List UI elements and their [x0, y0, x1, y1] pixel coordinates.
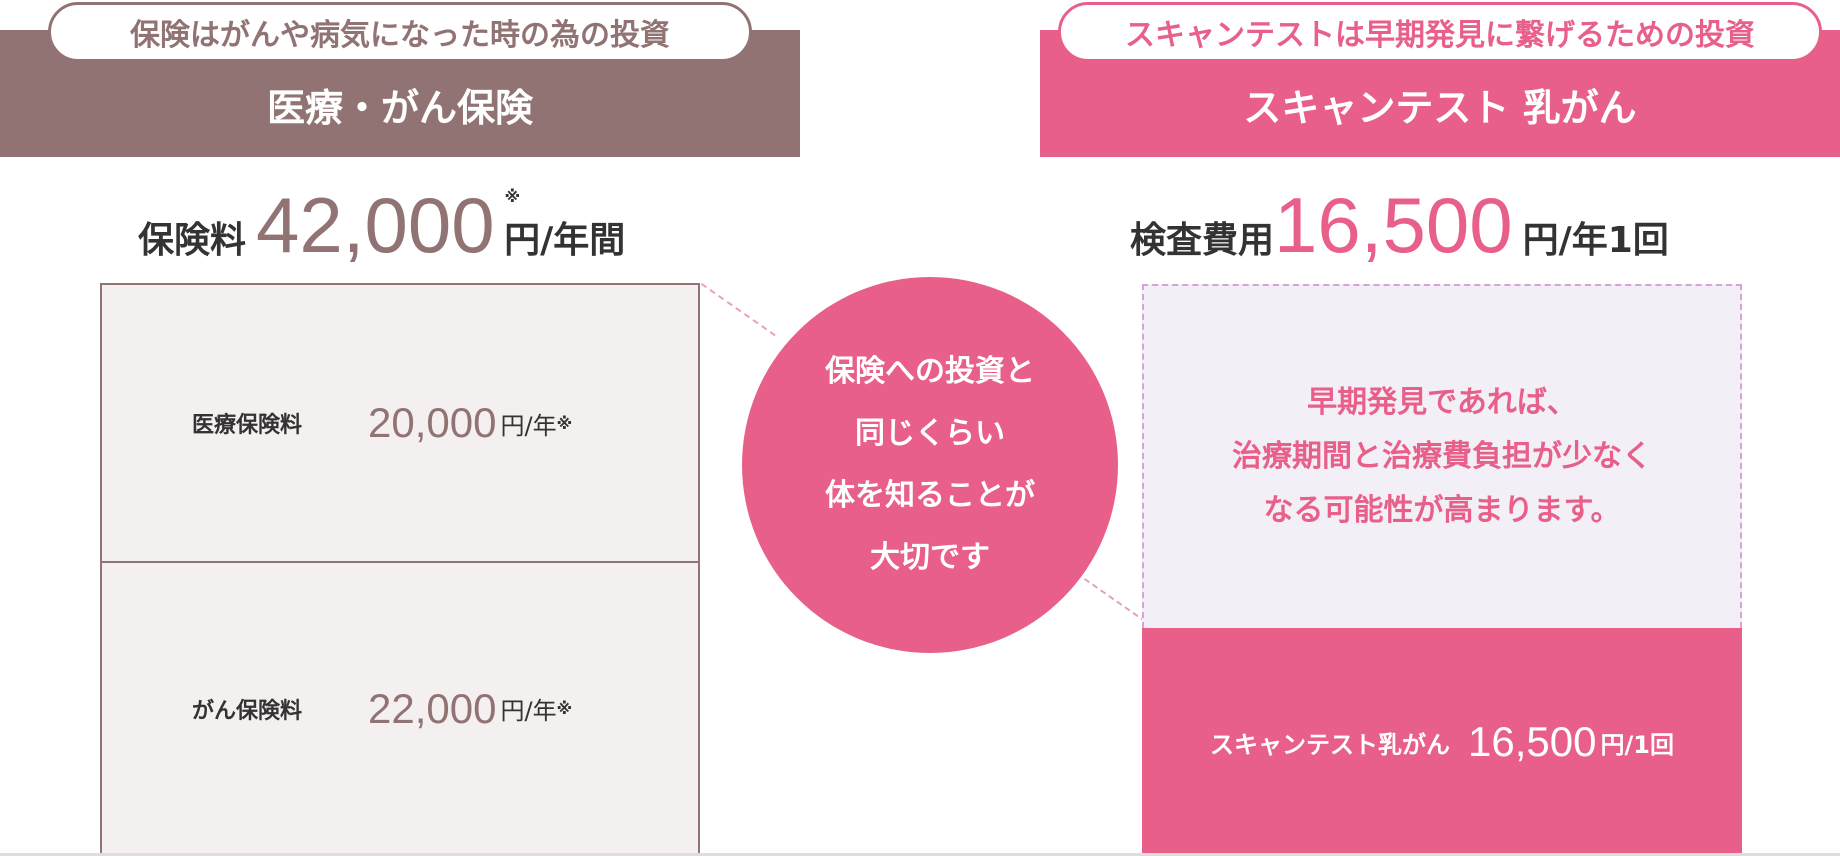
- scan-test-row: スキャンテスト乳がん 16,500 円/1回: [1142, 628, 1742, 856]
- price-unit: 円/年間: [504, 220, 626, 261]
- message-line: 保険への投資と: [825, 354, 1035, 389]
- insurance-pill-label: 保険はがんや病気になった時の為の投資: [48, 2, 752, 62]
- scan-test-pill-label: スキャンテストは早期発見に繋げるための投資: [1058, 2, 1822, 62]
- insurance-price: 保険料 42,000 ※ 円/年間: [138, 180, 625, 271]
- price-value: 16,500: [1274, 181, 1513, 269]
- row-label: 医療保険料: [192, 413, 303, 438]
- row-unit: 円/年: [500, 697, 557, 725]
- medical-insurance-row: 医療保険料 20,000 円/年※: [100, 283, 700, 563]
- price-unit: 円/年1回: [1522, 220, 1669, 261]
- center-message-circle: 保険への投資と 同じくらい 体を知ることが 大切です: [742, 277, 1118, 653]
- message-line: 同じくらい: [855, 416, 1005, 451]
- scan-test-price: 検査費用 16,500 円/年1回: [1130, 180, 1669, 271]
- header-title: スキャンテスト 乳がん: [1243, 86, 1637, 130]
- row-unit: 円/年: [500, 411, 557, 440]
- baseline-divider: [0, 853, 1840, 856]
- row-note: ※: [556, 699, 573, 718]
- price-label: 保険料: [138, 220, 247, 261]
- row-label: スキャンテスト乳がん: [1210, 730, 1451, 759]
- row-value: 16,500: [1468, 718, 1597, 765]
- message-line: 治療期間と治療費負担が少なく: [1232, 439, 1652, 474]
- row-label: がん保険料: [192, 698, 303, 724]
- price-label: 検査費用: [1130, 220, 1275, 261]
- cancer-insurance-row: がん保険料 22,000 円/年※: [100, 561, 700, 856]
- message-line: なる可能性が高まります。: [1263, 493, 1621, 528]
- price-value: 42,000: [256, 181, 495, 269]
- row-note: ※: [556, 413, 573, 433]
- row-value: 22,000: [368, 684, 497, 732]
- price-note: ※: [504, 187, 521, 206]
- row-unit: 円/1回: [1600, 730, 1674, 759]
- message-line: 大切です: [870, 540, 990, 575]
- row-value: 20,000: [368, 399, 497, 446]
- connector-line: [700, 283, 776, 337]
- message-line: 早期発見であれば、: [1307, 385, 1577, 420]
- header-title: 医療・がん保険: [266, 86, 533, 130]
- early-detection-message: 早期発見であれば、 治療期間と治療費負担が少なく なる可能性が高まります。: [1142, 284, 1742, 628]
- message-line: 体を知ることが: [825, 478, 1035, 513]
